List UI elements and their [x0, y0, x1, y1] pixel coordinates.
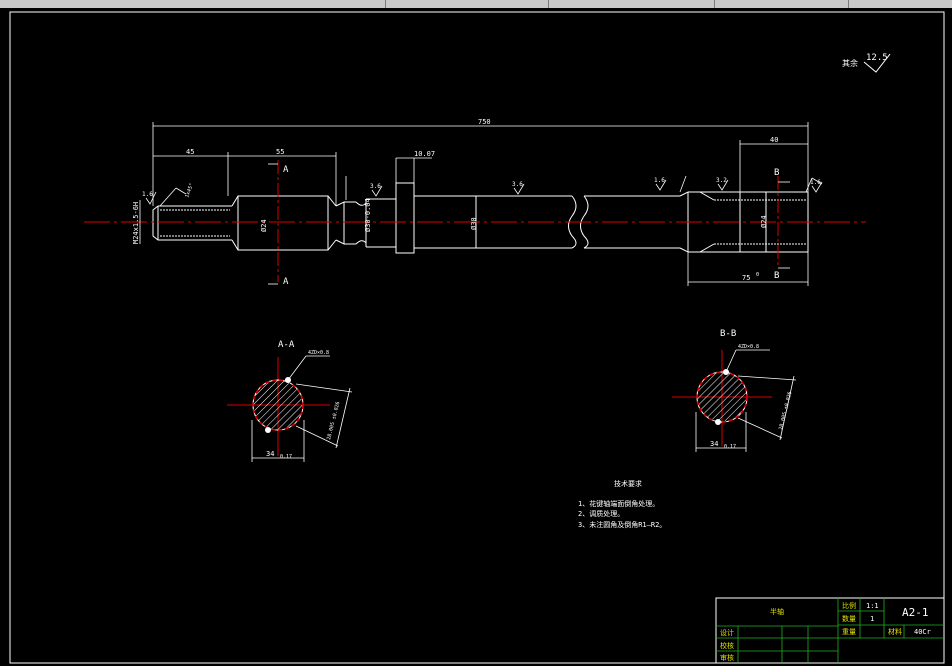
section-b-b: B-B 4ZD×0.8 34 0.17 28.005 ±0.026 [695, 329, 797, 452]
dim-right-bottom: 75 [742, 274, 750, 282]
roughness-mark-2: 3.6 [370, 183, 381, 190]
drawing-frame [9, 11, 945, 664]
section-b-width-tol: 0.17 [724, 444, 736, 450]
tech-req-item-3: 3、未注圆角及倒角R1—R2。 [578, 520, 666, 529]
tech-req-item-1: 1、花键轴端面倒角处理。 [578, 499, 659, 508]
dim-dia-spline-b: Ø24 [760, 215, 768, 228]
dim-left-step: 45 [186, 148, 194, 156]
section-b-title: B-B [720, 329, 736, 339]
dim-spline-b-length: 40 [770, 136, 778, 144]
roughness-mark-1: 1.6 [142, 191, 153, 198]
section-a-title: A-A [278, 340, 295, 350]
roughness-mark-3: 3.6 [512, 181, 523, 188]
dim-spline-a-length: 55 [276, 148, 284, 156]
roughness-mark-5: 3.2 [716, 177, 727, 184]
shaft-main-view [152, 182, 809, 254]
center-lines [84, 160, 866, 456]
dim-dia-mid: Ø30 [470, 217, 478, 230]
dim-chamfer: 1x45° [184, 182, 195, 198]
title-qty-value: 1 [870, 615, 874, 623]
section-marker-b-top: B [774, 168, 779, 178]
title-scale-label: 比例 [842, 601, 856, 610]
section-marker-a-bottom: A [283, 277, 289, 287]
title-scale-value: 1:1 [866, 602, 879, 610]
dimension-lines [139, 122, 823, 286]
title-material-label: 材料 [888, 627, 902, 636]
roughness-mark-4: 1.6 [654, 177, 665, 184]
section-marker-b-bottom: B [774, 271, 779, 281]
section-a-a: A-A 4ZD×0.8 34 0.17 28.005 ±0.026 [251, 340, 353, 462]
dim-overall: 750 [478, 118, 491, 126]
section-b-dims: 28.005 ±0.026 [778, 391, 793, 430]
section-a-width-tol: 0.17 [280, 454, 292, 460]
section-a-note: 4ZD×0.8 [308, 350, 329, 356]
section-b-note: 4ZD×0.8 [738, 344, 759, 350]
dim-dia-collar: Ø30-0.04 [364, 198, 372, 232]
roughness-mark-6: 1.6 [810, 179, 821, 186]
dim-right-bottom-tol: 0 [756, 272, 759, 278]
cad-drawing-canvas[interactable]: 其余 12.5 [0, 8, 952, 666]
dim-dia-spline-a: Ø24 [260, 219, 268, 232]
section-a-width: 34 [266, 450, 274, 458]
title-designer-label: 设计 [720, 628, 734, 637]
title-reviewer-label: 审核 [720, 653, 734, 662]
tech-req-item-2: 2、调质处理。 [578, 509, 624, 518]
toolbar-strip [0, 0, 952, 8]
dim-thread: M24x1.5-6H [132, 202, 140, 244]
roughness-ticks [145, 179, 823, 205]
title-block: 半轴 比例 数量 重量 材料 设计 校核 审核 1:1 1 40Cr A2-1 [715, 597, 945, 664]
roughness-label: 其余 [842, 58, 858, 68]
title-weight-label: 重量 [842, 628, 856, 636]
section-b-width: 34 [710, 440, 718, 448]
dim-collar: 10.07 [414, 150, 435, 158]
roughness-value: 12.5 [866, 53, 888, 63]
section-marker-a-top: A [283, 165, 289, 175]
title-qty-label: 数量 [842, 614, 856, 623]
title-part-name: 半轴 [770, 607, 784, 616]
title-drawing-no: A2-1 [902, 606, 929, 619]
technical-requirements: 技术要求 1、花键轴端面倒角处理。 2、调质处理。 3、未注圆角及倒角R1—R2… [578, 479, 666, 529]
title-material-value: 40Cr [914, 628, 931, 636]
general-roughness-symbol: 其余 12.5 [842, 53, 891, 73]
tech-req-title: 技术要求 [614, 479, 642, 488]
title-checker-label: 校核 [720, 641, 734, 650]
